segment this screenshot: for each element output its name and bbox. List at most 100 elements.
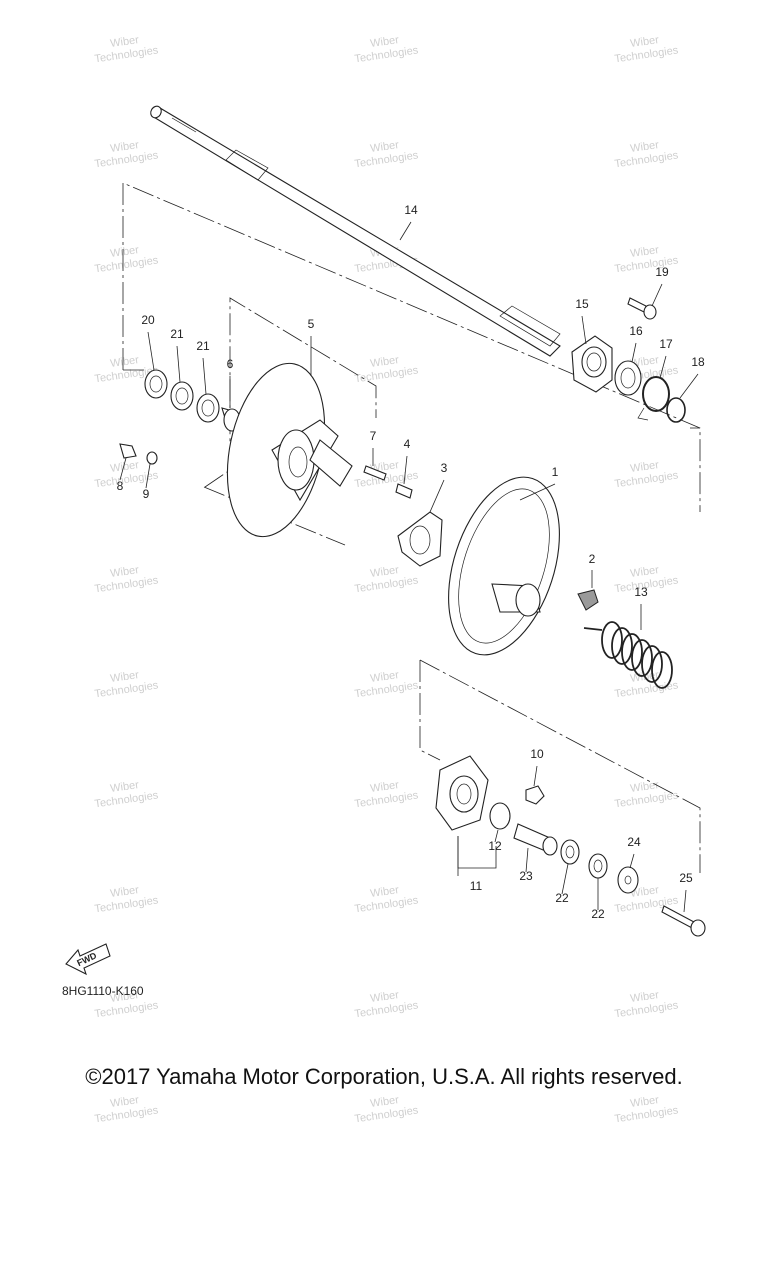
callout-leaders [119, 221, 699, 913]
callout-leader-15 [581, 315, 587, 345]
watermark-text: Wiber [630, 779, 660, 795]
fasteners [119, 443, 413, 499]
callout-label-7: 7 [370, 429, 377, 443]
callout-leader-27 [683, 889, 687, 913]
callout-label-8: 8 [117, 479, 124, 493]
callout-leader-20 [147, 331, 155, 371]
slider [577, 589, 599, 611]
callout-label-14: 14 [404, 203, 418, 217]
callout-label-16: 16 [629, 324, 643, 338]
callout-leader-22 [202, 357, 207, 395]
callout-label-1: 1 [552, 465, 559, 479]
assembly-outlines [122, 182, 701, 873]
watermark-text: Wiber [370, 354, 400, 370]
callout-label-12: 12 [488, 839, 502, 853]
bearing [614, 360, 642, 396]
callout-leader-1 [519, 483, 556, 501]
callout-label-9: 9 [143, 487, 150, 501]
callout-label-6: 6 [227, 357, 234, 371]
callout-label-26: 24 [627, 835, 641, 849]
watermark-text: Wiber [110, 354, 140, 370]
watermark-text: Wiber [370, 34, 400, 50]
copyright-notice: ©2017 Yamaha Motor Corporation, U.S.A. A… [85, 1064, 683, 1089]
circlip-large [637, 376, 670, 421]
callout-label-18: 18 [691, 355, 705, 369]
callout-label-22: 21 [196, 339, 210, 353]
spring-seat-cam [435, 755, 511, 831]
watermark-text: Wiber [630, 989, 660, 1005]
callout-label-27: 25 [679, 871, 693, 885]
callout-bracket-11 [457, 836, 497, 869]
watermark-text: Wiber [110, 459, 140, 475]
watermark-text: Wiber [630, 1094, 660, 1110]
callout-label-11: 11 [470, 879, 483, 893]
bolt-25 [661, 905, 706, 937]
watermark-text: Wiber [630, 564, 660, 580]
drawing-code: 8HG1110-K160 [62, 984, 144, 998]
callout-label-23: 22 [555, 891, 569, 905]
callout-label-10: 10 [530, 747, 544, 761]
snap-ring [666, 397, 686, 423]
callout-leader-26 [629, 853, 635, 869]
callout-label-3: 3 [441, 461, 448, 475]
watermark-text: Wiber [110, 564, 140, 580]
callout-labels: 1234567891011121314151617181920212122222… [117, 203, 705, 921]
watermark-text: Wiber [630, 139, 660, 155]
torque-spring [583, 621, 673, 689]
spacer-washers [144, 369, 243, 432]
callout-label-24: 22 [591, 907, 605, 921]
gasket [397, 511, 443, 567]
callout-label-19: 19 [655, 265, 669, 279]
spacer-tube [513, 823, 558, 856]
watermark-text: Wiber [370, 669, 400, 685]
washers-22 [560, 839, 608, 879]
callout-leader-12 [494, 829, 499, 843]
callout-label-13: 13 [634, 585, 648, 599]
callout-leader-9 [145, 463, 151, 489]
bearing-housing [571, 335, 613, 393]
watermark-text: Wiber [370, 564, 400, 580]
watermark-text: Wiber [630, 34, 660, 50]
callout-label-2: 2 [589, 552, 596, 566]
callout-leader-25 [525, 847, 529, 873]
watermark-text: Wiber [110, 244, 140, 260]
callout-label-15: 15 [575, 297, 589, 311]
watermark-text: Wiber [630, 459, 660, 475]
watermark-text: Wiber [110, 34, 140, 50]
callout-leader-17 [659, 355, 667, 379]
callout-leader-4 [403, 455, 408, 485]
watermark-text: Wiber [630, 884, 660, 900]
watermark-text: Wiber [110, 779, 140, 795]
watermark-text: Wiber [110, 139, 140, 155]
main-shaft [150, 105, 561, 357]
callout-label-25: 23 [519, 869, 533, 883]
watermark-text: Wiber [370, 989, 400, 1005]
nut [525, 785, 545, 805]
watermark-text: Wiber [110, 884, 140, 900]
watermark-text: Wiber [630, 244, 660, 260]
callout-leader-16 [631, 342, 637, 363]
callout-leader-14 [399, 221, 412, 241]
callout-leader-19 [651, 283, 663, 307]
watermark-text: Wiber [110, 1094, 140, 1110]
callout-label-17: 17 [659, 337, 673, 351]
fwd-arrow-icon: FWD [65, 943, 111, 976]
callout-leader-3 [429, 479, 445, 513]
watermark-text: Wiber [110, 669, 140, 685]
callout-leader-10 [533, 765, 538, 787]
callout-leader-21 [176, 345, 181, 383]
callout-label-21: 21 [170, 327, 184, 341]
watermark-text: Wiber [370, 884, 400, 900]
bolt-19 [627, 297, 657, 320]
washer-24 [617, 866, 639, 894]
watermark-text: Wiber [370, 779, 400, 795]
callout-label-20: 20 [141, 313, 155, 327]
movable-sheave [448, 476, 560, 656]
callout-leader-8 [119, 457, 127, 481]
callout-label-5: 5 [308, 317, 315, 331]
callout-label-4: 4 [404, 437, 411, 451]
watermark-text: Wiber [110, 989, 140, 1005]
callout-leader-23 [561, 863, 569, 895]
watermark-text: Wiber [370, 1094, 400, 1110]
